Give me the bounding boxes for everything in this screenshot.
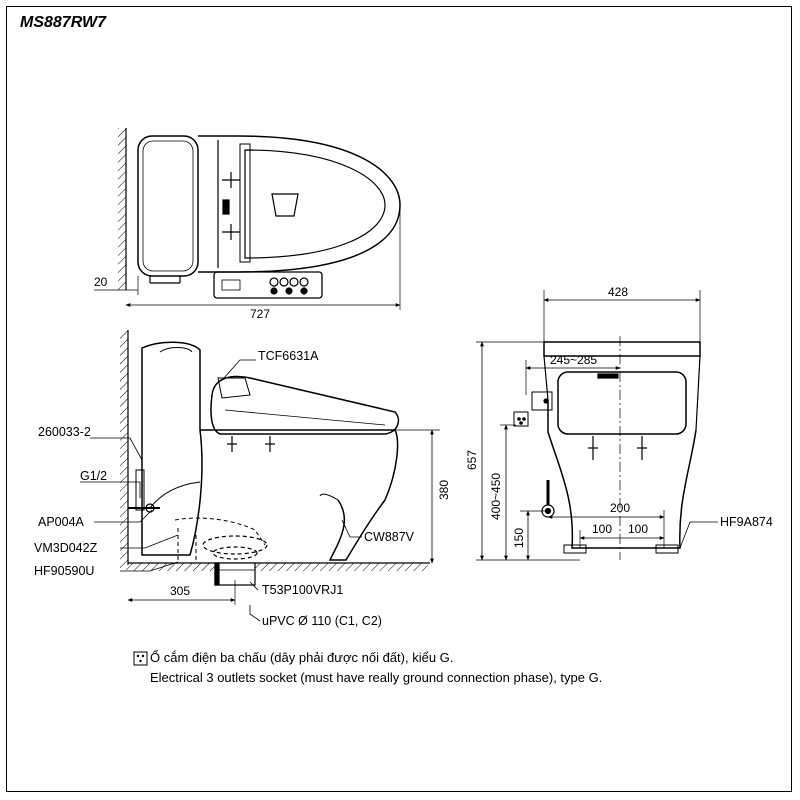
outlet-socket [513, 411, 529, 427]
dim-half-left: 100 [592, 522, 612, 536]
drawing-frame [6, 6, 792, 792]
label-flange: T53P100VRJ1 [262, 583, 343, 597]
dim-wall-offset: 20 [94, 275, 108, 289]
bowl-side [200, 429, 399, 561]
dim-drain-offset: 305 [170, 584, 190, 598]
dim-spacing: 200 [610, 501, 630, 515]
label-part-3: AP004A [38, 515, 85, 529]
dim-range: 245~285 [550, 353, 597, 367]
bowl-front [547, 400, 697, 549]
dim-width: 428 [608, 285, 628, 299]
control-panel-top [213, 271, 323, 299]
bidet-nozzle-top [271, 193, 299, 217]
model-number: MS887RW7 [20, 14, 106, 31]
floor-hatch [128, 563, 428, 571]
front-view [476, 290, 718, 561]
label-part-5: HF90590U [34, 564, 94, 578]
seat-side [210, 375, 400, 435]
dim-bowl-height: 380 [437, 480, 451, 500]
dim-half-right: 100 [628, 522, 648, 536]
note-english: Electrical 3 outlets socket (must have r… [150, 670, 603, 685]
label-part-1: 260033-2 [38, 425, 91, 439]
note-vietnamese: Ổ cắm điện ba chấu (dây phải được nối đấ… [150, 650, 454, 665]
dim-total-height: 657 [465, 450, 479, 470]
seat-outline-top [198, 135, 401, 273]
bowl-opening-top [244, 149, 386, 259]
label-part-2: G1/2 [80, 469, 107, 483]
seat-lid-front [543, 341, 701, 357]
tank-side [141, 341, 203, 556]
wall-hatch-top [118, 128, 126, 290]
seat-front [557, 371, 687, 435]
top-view [94, 128, 401, 310]
label-part-4: VM3D042Z [34, 541, 98, 555]
label-seat-model: TCF6631A [258, 349, 319, 363]
dim-supply-range: 400~450 [489, 473, 503, 520]
label-bowl-model: CW887V [364, 530, 415, 544]
side-view [80, 330, 440, 622]
tank-lid-top [137, 135, 199, 277]
dim-supply-low: 150 [512, 528, 526, 548]
label-pipe: uPVC Ø 110 (C1, C2) [262, 614, 382, 628]
dim-total-length: 727 [250, 307, 270, 321]
label-fixing: HF9A874 [720, 515, 773, 529]
socket-icon [133, 651, 148, 666]
wall-hatch-side [120, 330, 128, 570]
